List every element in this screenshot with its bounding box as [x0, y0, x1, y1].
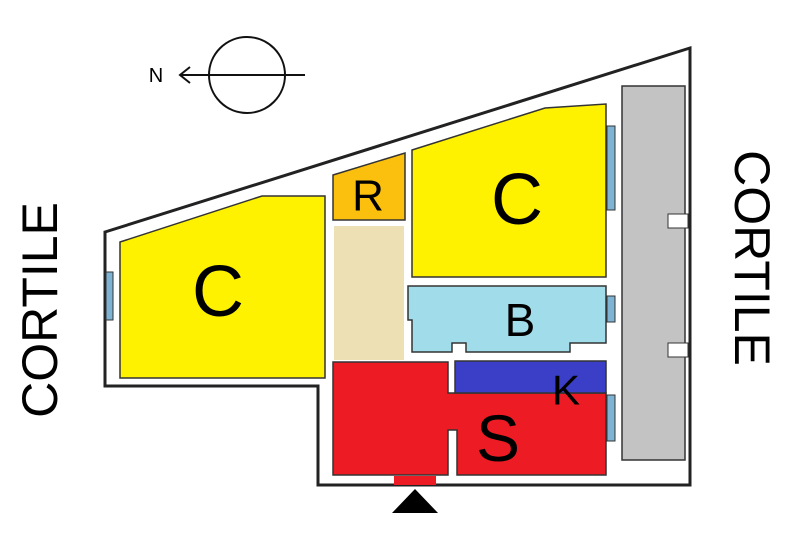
window — [606, 125, 616, 211]
room-camera-left — [119, 195, 326, 379]
room-camera-right — [411, 103, 607, 278]
room-corridoio — [334, 226, 404, 360]
room-bagno — [407, 285, 607, 353]
compass-icon — [178, 36, 305, 114]
balcony — [621, 85, 686, 461]
room-soggiorno — [332, 361, 607, 476]
label-bagno: B — [505, 294, 536, 346]
window — [606, 295, 616, 323]
compass-north-label: N — [149, 65, 163, 87]
entrance-door — [394, 476, 436, 485]
window — [606, 394, 616, 442]
label-cucina: K — [552, 367, 580, 414]
label-ripostiglio: R — [352, 172, 384, 221]
balcony-notch — [667, 213, 689, 229]
courtyard-right-label: CORTILE — [724, 150, 780, 366]
balcony-notch — [667, 342, 689, 358]
label-camera-right: C — [491, 160, 543, 240]
window — [105, 271, 114, 321]
label-camera-left: C — [192, 252, 244, 332]
room-cucina — [454, 360, 607, 394]
courtyard-left-label: CORTILE — [12, 202, 68, 418]
label-soggiorno: S — [476, 401, 520, 475]
room-ripostiglio — [332, 151, 406, 221]
entrance-arrow-icon — [392, 489, 438, 513]
